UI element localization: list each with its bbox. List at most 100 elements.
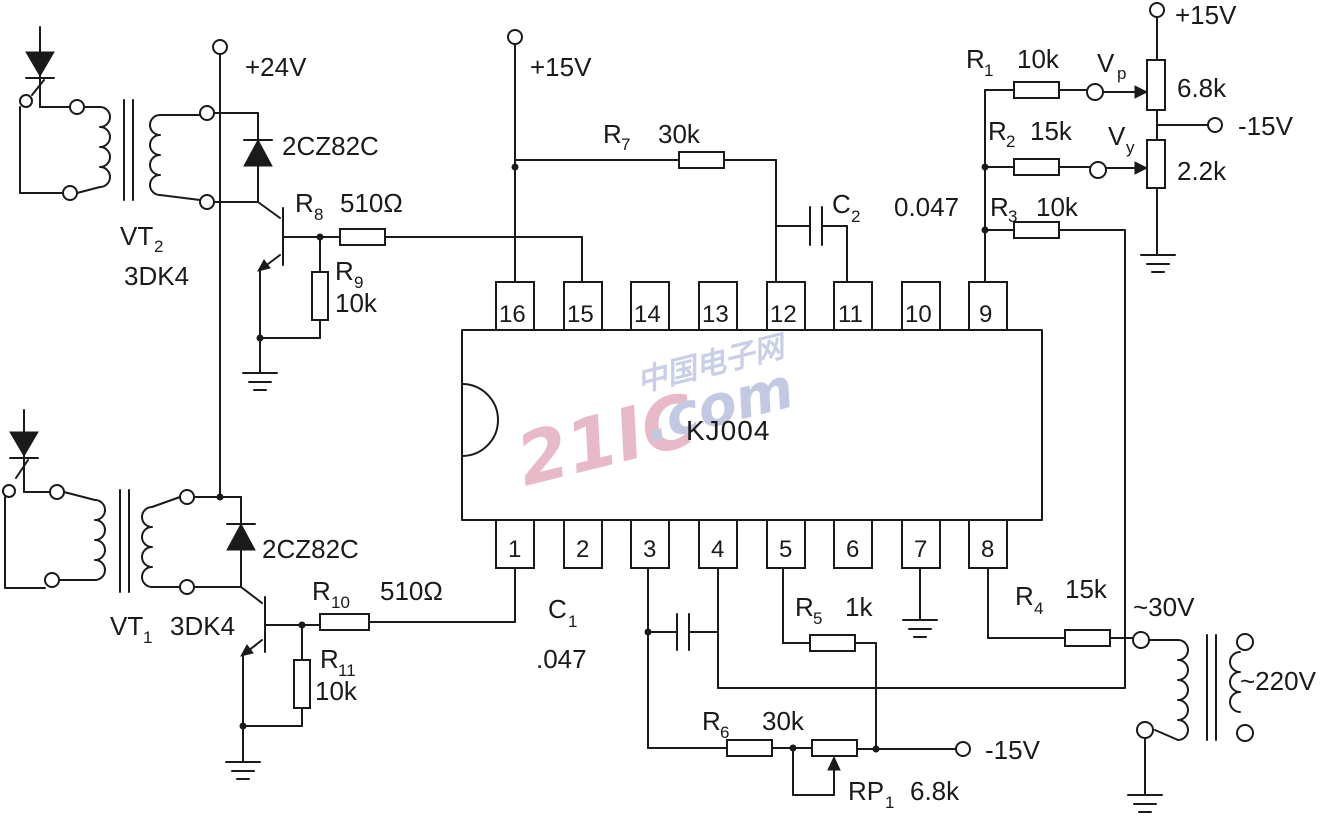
pin-label: 14 <box>634 301 661 328</box>
wiper-terminal <box>1086 83 1104 101</box>
pin-5 <box>766 519 806 569</box>
supply-label: +24V <box>245 52 307 82</box>
r3-value: 10k <box>1036 192 1079 222</box>
pin-2 <box>563 519 603 569</box>
diode-label: 2CZ82C <box>262 534 359 564</box>
transformer-terminal <box>1132 631 1150 649</box>
vp-subscript: p <box>1117 64 1126 83</box>
transformer-terminal <box>179 489 195 505</box>
transformer-terminal <box>62 185 78 201</box>
rp1-label: RP <box>848 776 884 806</box>
vt1-label: VT <box>110 611 143 641</box>
r5-value: 1k <box>845 592 873 622</box>
vy-value: 2.2k <box>1177 156 1227 186</box>
pulse-transformer-secondary <box>94 499 106 581</box>
sync-transformer-network: R 4 15k ~30V ~220V <box>987 567 1317 813</box>
r11-value: 10k <box>315 676 358 706</box>
r10-label: R <box>312 576 331 606</box>
r1-label: R <box>966 44 985 74</box>
vp-value: 6.8k <box>1177 73 1227 103</box>
pin-label: 13 <box>702 301 729 328</box>
potentiometer-rp1 <box>811 739 858 757</box>
right-bias-network: +15V -15V 6.8k 2.2k R 1 10k V p <box>966 0 1294 689</box>
c2-value: 0.047 <box>894 192 959 222</box>
gate-terminal <box>2 484 16 498</box>
potentiometer-vp <box>1146 59 1166 111</box>
pin-12 <box>766 281 806 331</box>
r6-subscript: 6 <box>720 723 729 742</box>
pin-10 <box>901 281 941 331</box>
ic-body <box>461 329 1043 521</box>
transformer-secondary-coil <box>1177 639 1189 741</box>
resistor-r10 <box>319 613 370 631</box>
diode-icon <box>243 138 273 167</box>
ic-notch <box>461 383 499 457</box>
pin-6 <box>833 519 873 569</box>
junction-dot <box>644 628 652 636</box>
r8-value: 510Ω <box>340 188 403 218</box>
r10-value: 510Ω <box>380 576 443 606</box>
rp1-value: 6.8k <box>910 776 960 806</box>
c2-subscript: 2 <box>851 207 860 226</box>
vt1-part: 3DK4 <box>170 611 235 641</box>
c1-value: .047 <box>536 644 587 674</box>
r3-label: R <box>990 192 1009 222</box>
rp1-subscript: 1 <box>885 793 894 812</box>
supply-terminal <box>212 39 228 55</box>
secondary-voltage-label: ~30V <box>1133 592 1195 622</box>
transformer-terminal <box>1236 724 1254 742</box>
r2-subscript: 2 <box>1006 132 1015 151</box>
r3-subscript: 3 <box>1008 207 1017 226</box>
pin-label: 2 <box>576 536 589 563</box>
r8-label: R <box>295 188 314 218</box>
transformer-terminal <box>49 484 65 500</box>
vy-label: V <box>1108 121 1126 151</box>
resistor-r1 <box>1013 81 1060 99</box>
pin-label: 12 <box>770 301 797 328</box>
r10-subscript: 10 <box>331 593 350 612</box>
r9-value: 10k <box>335 288 378 318</box>
pin-label: 7 <box>914 536 927 563</box>
vt2-pulse-stage: 2CZ82C VT 2 3DK4 R 8 510Ω R 9 10k <box>19 26 583 391</box>
supply-terminal <box>955 741 971 757</box>
pulse-transformer-secondary <box>99 106 111 188</box>
resistor-r8 <box>339 228 386 246</box>
pin-label: 16 <box>499 301 526 328</box>
r1-subscript: 1 <box>984 61 993 80</box>
supply-terminal <box>1149 2 1165 18</box>
pin-13 <box>698 281 738 331</box>
pin-label: 15 <box>567 301 594 328</box>
transformer-terminal <box>69 99 85 115</box>
gate-terminal <box>19 94 33 108</box>
plus-24v-rail: +24V <box>212 39 307 501</box>
wiper-terminal <box>1089 161 1107 179</box>
pin-label: 5 <box>779 536 792 563</box>
supply-label: -15V <box>985 735 1041 765</box>
r7-subscript: 7 <box>621 135 630 154</box>
r9-label: R <box>335 256 354 286</box>
junction-dot <box>872 745 880 753</box>
wiper-arrow-icon <box>1134 161 1149 175</box>
pin-label: 9 <box>979 301 992 328</box>
r4-subscript: 4 <box>1034 599 1043 618</box>
wiper-arrow-icon <box>827 755 841 771</box>
resistor-r2 <box>1013 158 1060 176</box>
r7-value: 30k <box>658 119 701 149</box>
c1-label: C <box>548 594 567 624</box>
thyristor-icon <box>9 431 39 457</box>
transformer-terminal <box>44 572 60 588</box>
vt1-subscript: 1 <box>143 628 152 647</box>
r9-subscript: 9 <box>354 273 363 292</box>
resistor-r5 <box>809 634 856 652</box>
vp-label: V <box>1097 48 1115 78</box>
supply-label: +15V <box>1175 0 1237 30</box>
ic-name: KJ004 <box>686 415 770 446</box>
supply-terminal <box>1207 117 1223 133</box>
potentiometer-vy <box>1146 139 1166 189</box>
vt1-pulse-stage: 2CZ82C VT 1 3DK4 R 10 510Ω R 11 10k <box>2 409 516 780</box>
pin-9 <box>968 281 1008 331</box>
diode-icon <box>226 522 256 551</box>
resistor-r6 <box>726 739 773 757</box>
pin-1 <box>495 519 535 569</box>
